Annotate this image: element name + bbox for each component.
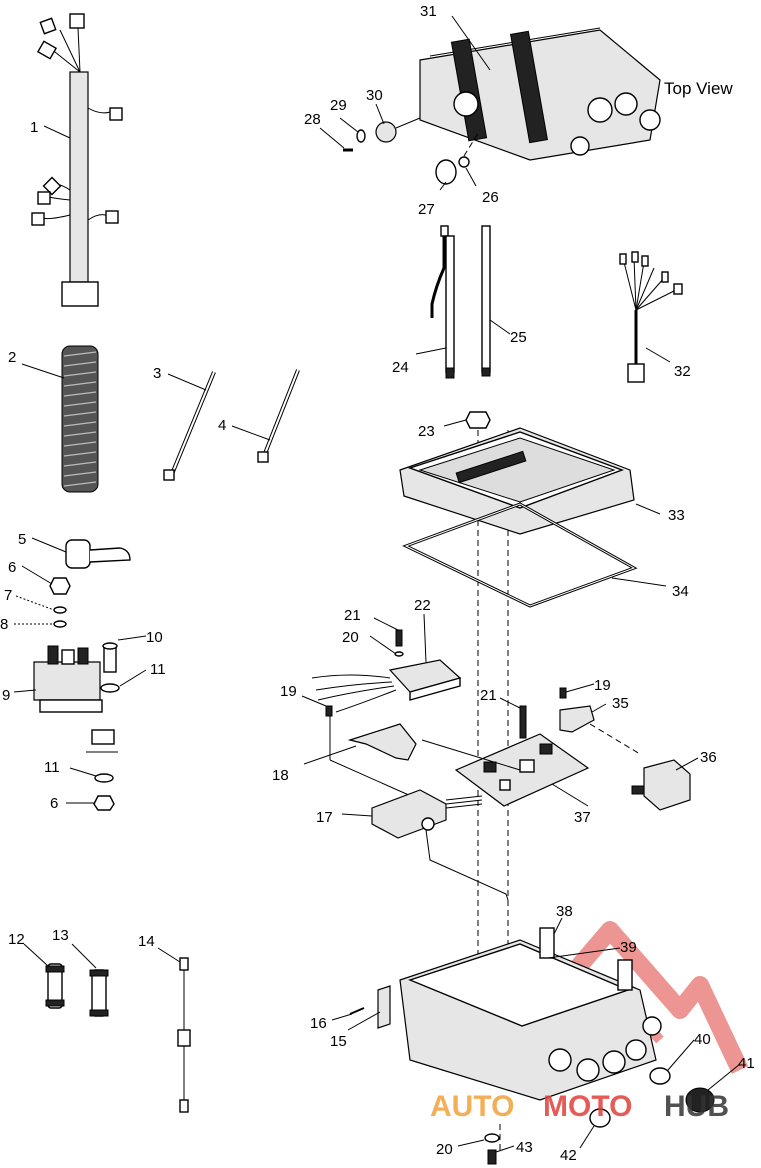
callout-6b: 6 — [50, 795, 58, 812]
callout-12: 12 — [8, 931, 25, 948]
callout-23: 23 — [418, 423, 435, 440]
callout-1: 1 — [30, 119, 38, 136]
watermark-hub: HUB — [664, 1090, 729, 1123]
ignition-module — [311, 613, 462, 713]
watermark-auto: AUTO — [430, 1090, 514, 1123]
callout-2: 2 — [8, 349, 16, 366]
callout-27: 27 — [418, 201, 435, 218]
callout-8: 8 — [0, 616, 8, 633]
cable-tie — [163, 369, 300, 481]
controller-base-housing — [331, 917, 741, 1165]
callout-25: 25 — [510, 329, 527, 346]
callout-5: 5 — [18, 531, 26, 548]
callout-40: 40 — [694, 1031, 711, 1048]
callout-33: 33 — [668, 507, 685, 524]
callout-36: 36 — [700, 749, 717, 766]
callout-26: 26 — [482, 189, 499, 206]
callout-15: 15 — [330, 1033, 347, 1050]
callout-6: 6 — [8, 559, 16, 576]
sensor-tubes — [415, 225, 511, 379]
control-board-group — [301, 695, 590, 901]
callout-4: 4 — [218, 417, 226, 434]
callout-24: 24 — [392, 359, 409, 376]
callout-38: 38 — [556, 903, 573, 920]
callout-21b: 21 — [480, 687, 497, 704]
callout-20: 20 — [342, 629, 359, 646]
callout-32: 32 — [674, 363, 691, 380]
sub-harness — [619, 251, 683, 383]
callout-39: 39 — [620, 939, 637, 956]
relay-bracket — [559, 683, 699, 811]
callout-16: 16 — [310, 1015, 327, 1032]
callout-19: 19 — [280, 683, 297, 700]
callout-18: 18 — [272, 767, 289, 784]
callout-17: 17 — [316, 809, 333, 826]
callout-7: 7 — [4, 587, 12, 604]
callout-9: 9 — [2, 687, 10, 704]
callout-13: 13 — [52, 927, 69, 944]
callout-11b: 11 — [44, 759, 60, 776]
callout-28: 28 — [304, 111, 321, 128]
watermark-moto: MOTO — [543, 1090, 632, 1123]
callout-41: 41 — [738, 1055, 755, 1072]
callout-21: 21 — [344, 607, 361, 624]
callout-42: 42 — [560, 1147, 577, 1164]
callout-43: 43 — [516, 1139, 533, 1156]
callout-30: 30 — [366, 87, 383, 104]
callout-14: 14 — [138, 933, 155, 950]
conduit-sleeve — [21, 345, 99, 493]
callout-10: 10 — [146, 629, 163, 646]
callout-20b: 20 — [436, 1141, 453, 1158]
fuses — [23, 943, 191, 1113]
callout-11: 11 — [150, 661, 166, 678]
callout-35: 35 — [612, 695, 629, 712]
wire-harness — [31, 13, 123, 307]
callout-37: 37 — [574, 809, 591, 826]
solenoid-assembly — [13, 537, 147, 811]
callout-29: 29 — [330, 97, 347, 114]
callout-3: 3 — [153, 365, 161, 382]
controller-cover-top-view — [319, 15, 661, 191]
view-title: Top View — [664, 79, 733, 98]
callout-labels: 1 2 3 4 5 6 7 8 10 11 9 11 6 12 13 14 15… — [0, 3, 755, 1164]
callout-31: 31 — [420, 3, 437, 20]
callout-22: 22 — [414, 597, 431, 614]
watermark-text: AUTO MOTO HUB — [430, 1090, 729, 1123]
callout-34: 34 — [672, 583, 689, 600]
callout-19b: 19 — [594, 677, 611, 694]
